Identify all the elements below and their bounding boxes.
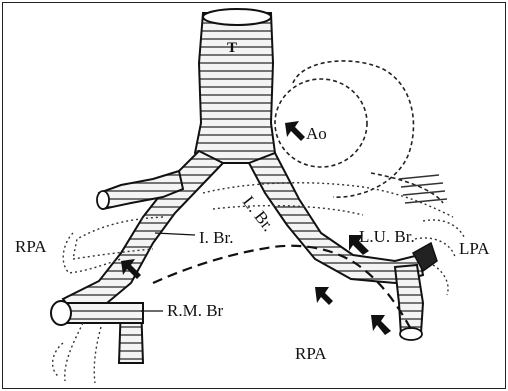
label-intermediate-bronchus: I. Br. [199, 229, 233, 246]
label-right-middle-bronchus: R.M. Br [167, 302, 223, 319]
hatched-vessels [399, 175, 447, 203]
label-left-pulmonary-artery: LPA [459, 240, 490, 257]
right-bronchus-shape [51, 151, 223, 363]
label-trachea: T [227, 41, 237, 56]
arrow-rpa-right [371, 315, 391, 335]
arrow-rpa-mid [315, 287, 333, 305]
arrow-ao [285, 121, 305, 141]
label-left-upper-bronchus: L.U. Br. [359, 228, 415, 245]
label-right-pulmonary-artery: RPA [15, 238, 47, 255]
aorta-outline [275, 61, 443, 203]
trachea-shape [195, 9, 275, 163]
label-aorta: Ao [306, 125, 327, 142]
label-rpa-bottom: RPA [295, 345, 327, 362]
ibr-leader-line [155, 233, 195, 235]
